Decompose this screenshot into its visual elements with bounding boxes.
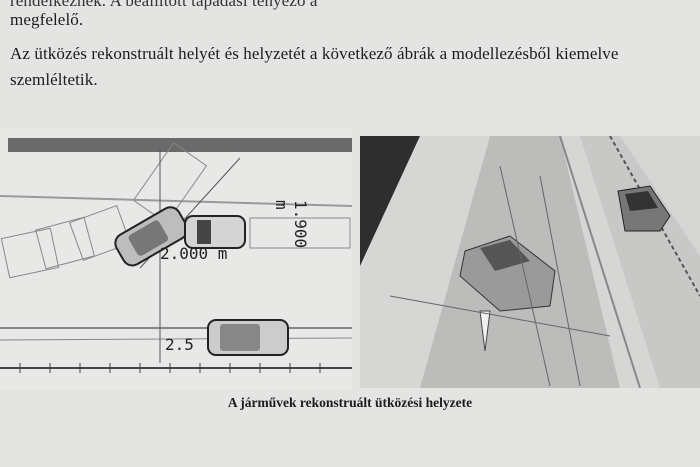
car-3d-front — [459, 235, 556, 312]
car-c — [207, 319, 289, 356]
trajectory-ghost-cars — [0, 142, 351, 279]
dimension-label-partial: 2.5 — [165, 335, 194, 354]
text-line: szemléltetik. — [10, 70, 98, 89]
shadow-wedge — [360, 136, 420, 266]
road-edge-band — [8, 138, 352, 152]
top-view-drawing — [0, 138, 352, 373]
figure-3d-view — [360, 136, 700, 388]
direction-marker — [479, 310, 491, 352]
lane-line — [0, 337, 352, 341]
figure-caption: A járművek rekonstruált ütközési helyzet… — [227, 395, 473, 410]
text-line: megfelelő. — [10, 10, 84, 29]
car-b — [184, 215, 246, 249]
text-line-partial: rendelkeznek. A beállított tapadási tény… — [10, 0, 318, 10]
dimension-label-vertical: 1.900 m — [272, 200, 310, 249]
car-3d-distant — [617, 185, 671, 232]
3d-view-drawing — [360, 136, 700, 388]
lane-line — [0, 195, 352, 207]
figure-top-view: 2.000 m 1.900 m 2.5 — [0, 128, 352, 390]
text-line: Az ütközés rekonstruált helyét és helyze… — [10, 44, 619, 63]
car-a — [114, 206, 189, 267]
dimension-label-horizontal: 2.000 m — [160, 244, 228, 263]
